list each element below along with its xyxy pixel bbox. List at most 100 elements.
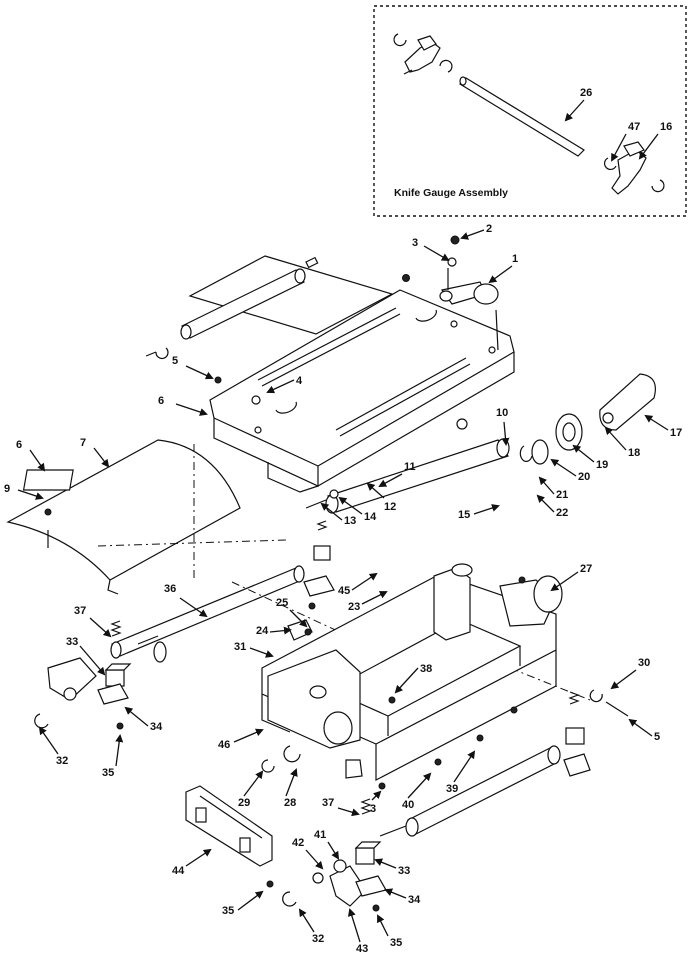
callout-arrow	[115, 734, 124, 767]
callout-label-c47: 47	[628, 121, 640, 133]
chain-left	[47, 657, 97, 701]
callout-arrow	[347, 908, 361, 943]
spring-block-bottom	[354, 798, 382, 865]
screw-top	[402, 274, 410, 282]
infeed-roller	[110, 565, 305, 663]
outfeed-roller	[180, 256, 319, 340]
drive-belt	[599, 373, 656, 431]
callout-arrow	[298, 908, 315, 933]
callout-label-c13: 13	[344, 515, 356, 527]
bed-plate	[185, 785, 273, 867]
callout-arrow	[628, 718, 653, 737]
callout-label-c5a: 5	[172, 355, 178, 367]
e-ring-right-b	[651, 179, 665, 193]
screw-40	[434, 758, 442, 766]
callout-label-c39: 39	[446, 783, 458, 795]
callout-arrow	[185, 848, 212, 867]
callout-arrow	[29, 449, 46, 472]
callout-label-c1: 1	[512, 253, 518, 265]
callout-arrow	[604, 426, 627, 451]
callout-label-c6a: 6	[158, 395, 164, 407]
callout-label-c30: 30	[638, 657, 650, 669]
callout-label-c32a: 32	[56, 755, 68, 767]
callout-label-c37a: 37	[74, 605, 86, 617]
knife-gauge-inset: Knife Gauge Assembly	[373, 5, 687, 217]
callout-label-c38: 38	[420, 663, 432, 675]
bearing	[456, 418, 468, 430]
callout-label-c27: 27	[580, 563, 592, 575]
bracket-34-bottom	[355, 875, 387, 897]
callout-label-c36: 36	[164, 583, 176, 595]
spring-block-right	[563, 691, 591, 777]
callout-label-c32b: 32	[312, 933, 324, 945]
callout-arrow	[423, 245, 450, 262]
callout-arrow	[185, 365, 214, 380]
callout-arrow	[89, 617, 112, 638]
e-ring-right-a	[604, 157, 617, 170]
callout-arrow	[611, 133, 627, 162]
screw-floor	[510, 706, 518, 714]
clip-small	[145, 351, 157, 357]
callout-label-c15: 15	[458, 509, 470, 521]
centerline-3	[231, 581, 401, 661]
callout-arrow	[266, 379, 295, 394]
callout-arrow	[394, 667, 419, 694]
drive-pulley	[519, 413, 583, 465]
callout-label-c14: 14	[364, 511, 377, 523]
inset-caption: Knife Gauge Assembly	[394, 187, 508, 199]
callout-arrow	[93, 447, 110, 468]
gauge-rod	[459, 76, 585, 157]
callout-arrow	[338, 496, 363, 515]
screw-27	[518, 576, 526, 584]
callout-label-c37b: 37	[322, 797, 334, 809]
clip-bottom	[282, 891, 297, 907]
clip-29	[261, 759, 275, 773]
callout-arrow	[501, 421, 510, 446]
callout-arrow	[538, 476, 555, 495]
callout-arrow	[79, 645, 106, 676]
e-ring-left-b	[439, 59, 453, 73]
callout-arrow	[124, 706, 149, 727]
pin-5-right	[605, 701, 629, 717]
callout-label-c5b: 5	[654, 731, 660, 743]
callout-arrow	[285, 768, 298, 797]
spring-block-left	[104, 620, 132, 687]
callout-arrow	[488, 265, 513, 284]
lock-piece-24	[287, 619, 313, 641]
callout-arrow	[473, 504, 500, 515]
bracket-34-left	[97, 683, 129, 705]
gauge-foot-left	[403, 35, 441, 75]
callout-arrow	[17, 489, 44, 500]
callout-arrow	[175, 403, 208, 416]
callout-arrow	[179, 597, 208, 618]
callout-arrow	[374, 858, 397, 869]
callout-arrow	[550, 458, 577, 477]
callout-label-c40: 40	[402, 799, 414, 811]
spring-block-center	[303, 520, 335, 610]
callout-label-c31: 31	[234, 641, 246, 653]
screw-5-top	[214, 376, 222, 384]
callout-arrow	[377, 914, 389, 937]
callout-arrow	[638, 133, 659, 160]
e-ring-left-a	[393, 33, 407, 47]
bearing-left	[329, 489, 339, 499]
top-cover	[6, 439, 241, 595]
callout-arrow	[38, 726, 59, 755]
callout-arrow	[269, 626, 292, 635]
clip-28	[283, 745, 301, 763]
screw-35-bottom	[372, 904, 380, 912]
callout-label-c20: 20	[578, 471, 590, 483]
crank-washer	[447, 257, 457, 267]
crank-screw	[450, 235, 460, 245]
screw-35-mid	[266, 880, 274, 888]
callout-label-c28: 28	[284, 797, 296, 809]
callout-label-c43: 43	[356, 943, 368, 955]
callout-arrow	[407, 772, 432, 799]
cutterhead	[305, 438, 510, 514]
callout-label-c35a: 35	[102, 767, 114, 779]
callout-label-c3a: 3	[412, 237, 418, 249]
callout-label-c25: 25	[276, 597, 288, 609]
callout-label-c42: 42	[292, 837, 304, 849]
screw-39	[476, 734, 484, 742]
base-frame	[261, 563, 563, 781]
